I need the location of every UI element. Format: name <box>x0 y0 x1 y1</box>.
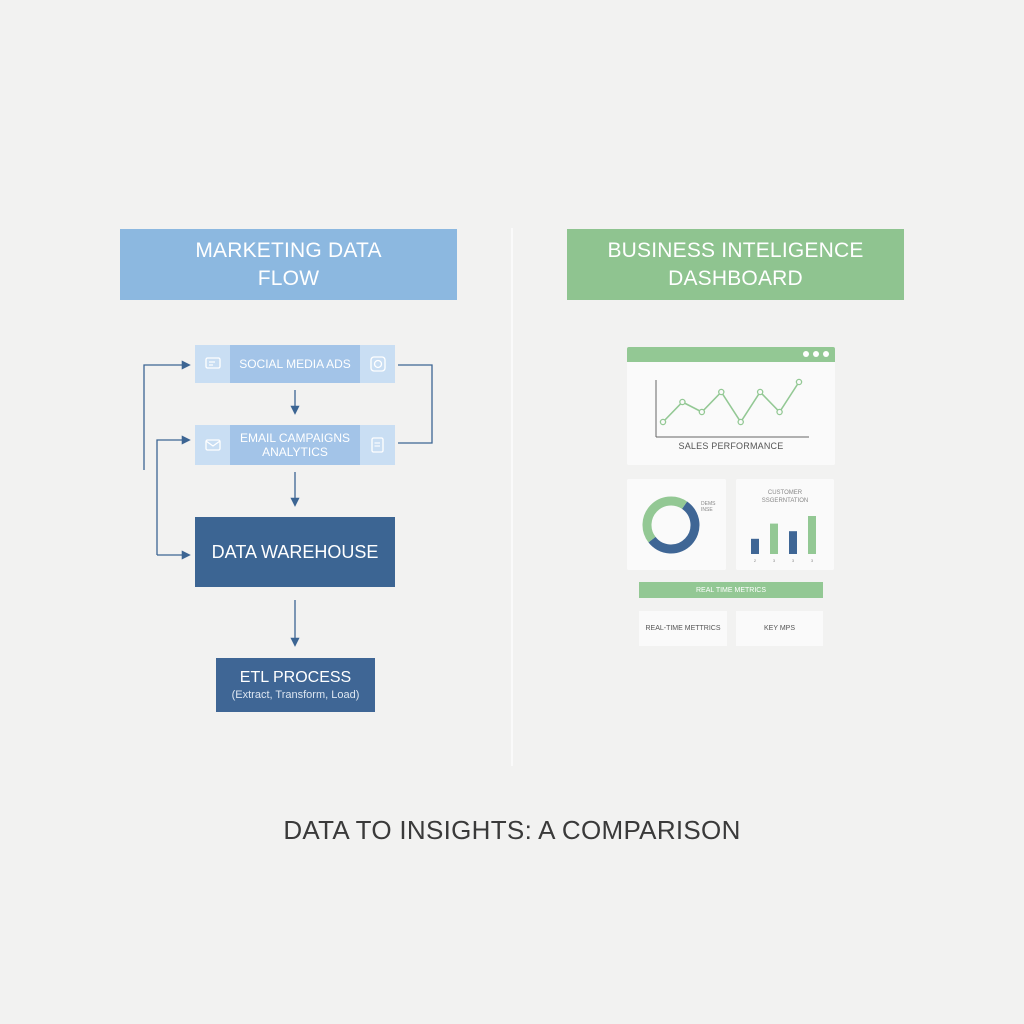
segmentation-bar-chart: 2 3 3 3 <box>751 516 816 563</box>
real-time-metrics-strip: REAL TIME METRICS <box>639 582 823 598</box>
etl-process-box: ETL PROCESS (Extract, Transform, Load) <box>216 658 375 712</box>
sales-data-point <box>698 408 706 416</box>
sales-data-point <box>756 388 764 396</box>
sales-data-point <box>737 418 744 426</box>
segmentation-title-line2: SSGERNTATION <box>761 498 809 504</box>
sales-performance-label: SALES PERFORMANCE <box>678 441 784 451</box>
real-time-metrics-card: REAL-TIME METTRICS <box>639 611 727 646</box>
business-intelligence-header: BUSINESS INTELIGENCE DASHBOARD <box>567 229 904 300</box>
segmentation-bar <box>770 523 778 554</box>
bar-tick-label: 3 <box>792 558 795 563</box>
social-media-ads-box: SOCIAL MEDIA ADS <box>195 345 395 383</box>
donut-label-line1: DEMS <box>701 501 716 507</box>
customer-segmentation-panel: CUSTOMER SSGERNTATION 2 3 3 3 <box>736 479 834 570</box>
etl-subtitle: (Extract, Transform, Load) <box>231 689 360 701</box>
email-campaigns-label: EMAIL CAMPAIGNS ANALYTICS <box>230 425 360 465</box>
bar-tick-label: 3 <box>773 558 776 563</box>
sales-data-point <box>776 408 783 416</box>
segmentation-bar <box>789 531 797 554</box>
key-kpis-card: KEY MPS <box>736 611 823 646</box>
data-warehouse-box: DATA WAREHOUSE <box>195 517 395 587</box>
segmentation-title-line1: CUSTOMER <box>767 490 803 496</box>
donut-segment <box>642 496 688 543</box>
left-header-line1: MARKETING DATA <box>195 238 382 262</box>
window-title-bar <box>627 347 835 362</box>
donut-label-line2: INSE <box>701 507 713 513</box>
donut-chart-panel: DEMS INSE <box>627 479 726 570</box>
sales-data-point <box>659 418 667 426</box>
loop-arrow-social <box>143 360 191 470</box>
segmentation-bar <box>808 516 816 554</box>
bar-tick-label: 2 <box>754 558 757 563</box>
comparison-title: DATA TO INSIGHTS: A COMPARISON <box>283 814 741 845</box>
sales-data-point <box>679 398 686 406</box>
loop-arrow-email <box>156 435 191 555</box>
email-icon <box>195 425 230 465</box>
right-header-line1: BUSINESS INTELIGENCE <box>607 238 864 262</box>
email-campaigns-box: EMAIL CAMPAIGNS ANALYTICS <box>195 425 395 465</box>
marketing-data-flow-header: MARKETING DATA FLOW <box>120 229 457 300</box>
sales-series-line <box>662 381 800 424</box>
window-dot-icon <box>813 351 819 357</box>
donut-segment <box>648 501 700 554</box>
segmentation-title: CUSTOMER SSGERNTATION <box>736 489 834 505</box>
social-media-ads-label: SOCIAL MEDIA ADS <box>230 345 360 383</box>
sales-performance-window: SALES PERFORMANCE <box>627 347 835 465</box>
window-dot-icon <box>803 351 809 357</box>
center-divider <box>511 228 513 766</box>
donut-legend: DEMS INSE <box>701 501 725 513</box>
left-header-line2: FLOW <box>257 266 320 290</box>
right-feedback-line <box>398 364 433 444</box>
analytics-icon <box>360 345 395 383</box>
document-icon <box>360 425 395 465</box>
window-dot-icon <box>823 351 829 357</box>
segmentation-bar <box>751 538 759 554</box>
etl-title: ETL PROCESS <box>239 669 352 686</box>
data-warehouse-label: DATA WAREHOUSE <box>211 541 379 562</box>
right-header-line2: DASHBOARD <box>668 266 803 290</box>
donut-chart <box>642 496 700 554</box>
monitor-icon <box>195 345 230 383</box>
bar-tick-label: 3 <box>811 558 814 563</box>
sales-line-chart <box>655 378 809 438</box>
sales-data-point <box>718 388 725 396</box>
sales-data-point <box>795 378 803 386</box>
